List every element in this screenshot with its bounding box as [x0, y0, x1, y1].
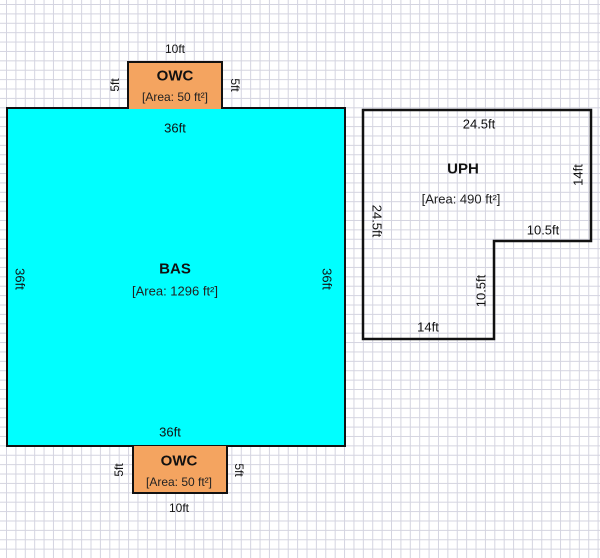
room-owc-bottom[interactable] — [132, 446, 228, 494]
room-owc-bottom-name: OWC — [160, 452, 198, 470]
owc-top-dim-left: 5ft — [108, 78, 122, 92]
uph-dim-step-vertical: 10.5ft — [473, 274, 489, 308]
owc-top-dim-top: 10ft — [164, 42, 186, 56]
room-bas-area: [Area: 1296 ft²] — [132, 283, 218, 299]
room-bas[interactable] — [6, 107, 346, 447]
uph-dim-step-horizontal: 10.5ft — [526, 222, 560, 238]
room-owc-bottom-area: [Area: 50 ft²] — [145, 475, 213, 489]
owc-top-dim-right: 5ft — [228, 78, 242, 92]
bas-dim-top: 36ft — [164, 120, 186, 136]
room-bas-name: BAS — [159, 260, 191, 278]
room-owc-top-name: OWC — [156, 67, 194, 85]
uph-dim-left: 24.5ft — [369, 204, 385, 238]
bas-dim-bottom: 36ft — [159, 424, 181, 440]
uph-dim-right: 14ft — [570, 164, 586, 186]
owc-bottom-dim-right: 5ft — [232, 463, 246, 477]
uph-dim-top: 24.5ft — [462, 116, 496, 132]
room-owc-top-area: [Area: 50 ft²] — [141, 90, 209, 104]
room-uph-outline[interactable] — [361, 108, 593, 341]
room-uph-area: [Area: 490 ft²] — [421, 191, 501, 207]
room-owc-top[interactable] — [127, 61, 223, 109]
bas-dim-right: 36ft — [319, 268, 335, 290]
uph-dim-bottom: 14ft — [417, 319, 439, 335]
owc-bottom-dim-left: 5ft — [112, 463, 126, 477]
owc-bottom-dim-bottom: 10ft — [168, 501, 190, 515]
room-uph-name: UPH — [447, 160, 479, 178]
bas-dim-left: 36ft — [12, 268, 28, 290]
